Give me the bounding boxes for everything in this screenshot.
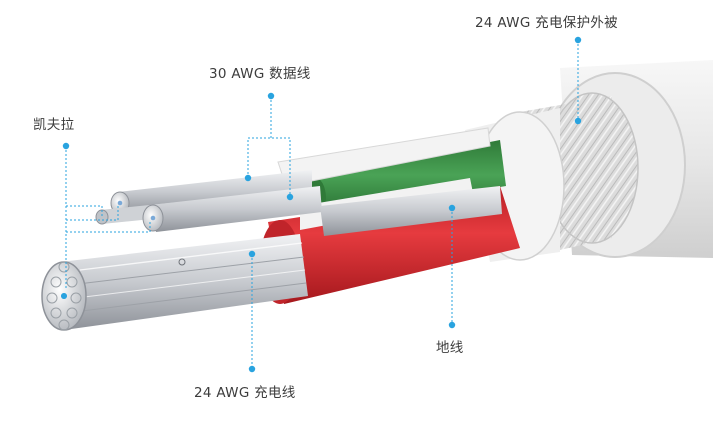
- label-power-wire: 24 AWG 充电线: [194, 385, 296, 401]
- label-jacket: 24 AWG 充电保护外被: [475, 15, 618, 31]
- label-data-wire: 30 AWG 数据线: [209, 66, 311, 82]
- dot-ground-target: [448, 204, 456, 212]
- leader-kevlar-branch-b: [66, 205, 119, 221]
- ground-conductor: [320, 186, 502, 236]
- dot-power-target: [248, 250, 256, 258]
- label-ground-wire: 地线: [436, 340, 464, 356]
- data-conductor-lower: [142, 186, 322, 232]
- power-conductor: [41, 234, 308, 331]
- dot-jacket-top: [574, 36, 582, 44]
- dot-power-bottom: [248, 365, 256, 373]
- dot-kevlar-top: [62, 142, 70, 150]
- dot-data-target-a: [244, 174, 252, 182]
- callout-leaders: [65, 40, 579, 368]
- leader-kevlar-branch-a: [66, 205, 103, 216]
- leader-data-wire-branch: [247, 137, 291, 196]
- callout-dots: [61, 36, 582, 373]
- dot-kevlar-target: [61, 293, 67, 299]
- dot-jacket-target: [574, 117, 582, 125]
- dot-data-target-b: [286, 193, 294, 201]
- dot-ground-bottom: [448, 321, 456, 329]
- leader-kevlar-branch-c: [66, 220, 151, 233]
- dot-data-top: [267, 92, 275, 100]
- label-kevlar: 凯夫拉: [33, 117, 75, 133]
